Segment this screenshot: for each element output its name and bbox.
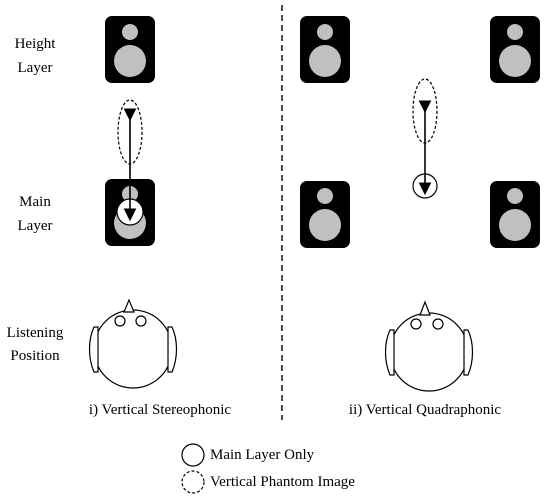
caption-vertical-stereophonic: i) Vertical Stereophonic xyxy=(88,402,232,418)
speaker-icon xyxy=(105,16,155,83)
row-label-listening-line2: Position xyxy=(10,348,60,364)
legend-vertical-phantom-image-symbol xyxy=(181,470,205,494)
speaker-icon xyxy=(490,16,540,83)
row-label-height-line2: Layer xyxy=(17,60,53,76)
speaker-icon xyxy=(300,181,350,248)
speaker-icon xyxy=(300,16,350,83)
caption-vertical-quadraphonic: ii) Vertical Quadraphonic xyxy=(348,402,502,418)
row-label-height-line1: Height xyxy=(14,36,56,52)
legend-vertical-phantom-image-label: Vertical Phantom Image xyxy=(210,474,355,490)
listener-head-icon xyxy=(88,298,178,389)
row-label-main-line2: Layer xyxy=(17,218,53,234)
legend-main-layer-only-label: Main Layer Only xyxy=(210,447,315,463)
row-label-main-line1: Main xyxy=(19,194,51,210)
listener-head-icon xyxy=(384,300,474,392)
legend-main-layer-only-symbol xyxy=(181,443,205,467)
speaker-icon xyxy=(490,181,540,248)
row-label-listening-line1: Listening xyxy=(6,325,64,341)
